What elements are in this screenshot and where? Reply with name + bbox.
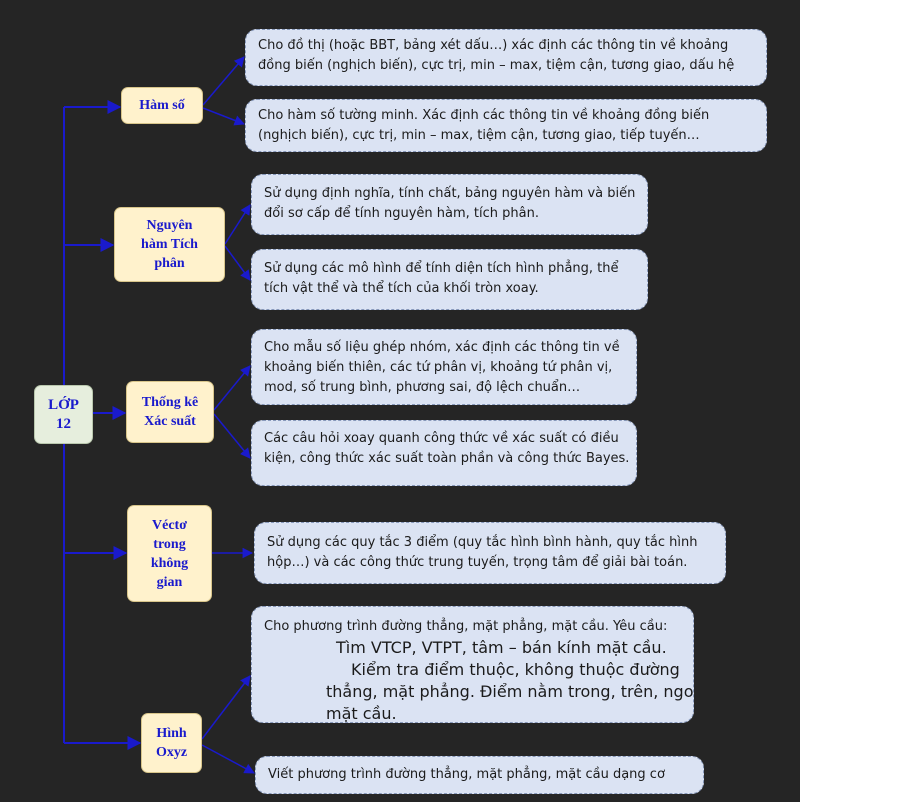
topic-label: không xyxy=(150,555,189,571)
topic-ham-so[interactable]: Hàm số xyxy=(121,87,203,124)
leaf-text: kiện, công thức xác suất toàn phần và cô… xyxy=(264,451,630,466)
leaf-tich-phan-ung-dung[interactable]: Sử dụng các mô hình để tính diện tích hì… xyxy=(251,249,648,310)
topic-label: gian xyxy=(156,574,183,590)
edge-oxyz-1 xyxy=(201,675,251,740)
leaf-text: Cho hàm số tường minh. Xác định các thôn… xyxy=(258,108,710,123)
leaf-text: Sử dụng các quy tắc 3 điểm (quy tắc hình… xyxy=(267,535,698,550)
leaf-text: Cho mẫu số liệu ghép nhóm, xác định các … xyxy=(264,340,620,355)
leaf-oxyz-yeu-cau[interactable]: Cho phương trình đường thẳng, mặt phẳng,… xyxy=(251,606,694,723)
root-node-lop12[interactable]: LỚP 12 xyxy=(34,385,93,444)
leaf-text: Cho đồ thị (hoặc BBT, bảng xét dấu…) xác… xyxy=(258,38,729,53)
leaf-text: Viết phương trình đường thẳng, mặt phẳng… xyxy=(268,767,665,782)
leaf-nguyen-ham-dinh-nghia[interactable]: Sử dụng định nghĩa, tính chất, bảng nguy… xyxy=(251,174,648,235)
leaf-xac-suat-bayes[interactable]: Các câu hỏi xoay quanh công thức về xác … xyxy=(251,420,637,486)
leaf-vecto-quy-tac[interactable]: Sử dụng các quy tắc 3 điểm (quy tắc hình… xyxy=(254,522,726,584)
topic-label: Hình xyxy=(156,726,187,741)
root-label-line1: LỚP xyxy=(48,396,79,413)
leaf-text: Các câu hỏi xoay quanh công thức về xác … xyxy=(264,431,619,446)
leaf-list-item: Kiểm tra điểm thuộc, không thuộc đường xyxy=(351,660,680,679)
leaf-text: tích vật thể và thể tích của khối tròn x… xyxy=(264,281,539,296)
leaf-text: khoảng biến thiên, các tứ phân vị, khoản… xyxy=(264,360,613,375)
leaf-ham-so-tuong-minh[interactable]: Cho hàm số tường minh. Xác định các thôn… xyxy=(245,99,767,152)
leaf-text: hộp…) và các công thức trung tuyến, trọn… xyxy=(267,555,688,570)
topic-thong-ke-xac-suat[interactable]: Thống kê Xác suất xyxy=(126,381,214,443)
leaf-text: đổi sơ cấp để tính nguyên hàm, tích phân… xyxy=(264,206,539,221)
edge-nguyenham-2 xyxy=(224,245,251,281)
mindmap-canvas: LỚP 12 Hàm số Nguyên hàm Tích phân Thống… xyxy=(0,0,800,802)
topic-label: trong xyxy=(153,536,186,552)
edge-thongke-1 xyxy=(213,365,251,411)
leaf-text: (nghịch biến), cực trị, min – max, tiệm … xyxy=(258,128,700,143)
edge-nguyenham-1 xyxy=(224,204,251,245)
topic-nguyen-ham-tich-phan[interactable]: Nguyên hàm Tích phân xyxy=(114,207,225,282)
leaf-list-item: thẳng, mặt phẳng. Điểm nằm trong, trên, … xyxy=(326,682,694,701)
leaf-text: Sử dụng định nghĩa, tính chất, bảng nguy… xyxy=(264,186,636,201)
topic-hinh-oxyz[interactable]: Hình Oxyz xyxy=(141,713,202,773)
leaf-text: mod, số trung bình, phương sai, độ lệch … xyxy=(264,380,581,395)
topic-label: Hàm số xyxy=(139,98,185,113)
edge-thongke-2 xyxy=(213,413,251,459)
leaf-ham-so-do-thi[interactable]: Cho đồ thị (hoặc BBT, bảng xét dấu…) xác… xyxy=(245,29,767,86)
leaf-thong-ke-mau-so-lieu[interactable]: Cho mẫu số liệu ghép nhóm, xác định các … xyxy=(251,329,637,405)
topic-label: Thống kê xyxy=(141,395,199,410)
topic-label: Véctơ xyxy=(152,517,187,533)
topic-vecto-trong-khong-gian[interactable]: Véctơ trong không gian xyxy=(127,505,212,602)
topic-label: Oxyz xyxy=(155,745,188,760)
topic-label: hàm Tích xyxy=(141,237,198,252)
connector-lines xyxy=(63,56,255,774)
leaf-oxyz-viet-phuong-trinh[interactable]: Viết phương trình đường thẳng, mặt phẳng… xyxy=(255,756,704,794)
edge-hamso-2 xyxy=(202,107,245,126)
leaf-list-item: mặt cầu. xyxy=(326,704,397,723)
root-label-line2: 12 xyxy=(56,415,71,432)
topic-label: phân xyxy=(154,256,185,271)
leaf-text: Sử dụng các mô hình để tính diện tích hì… xyxy=(264,261,619,276)
leaf-text: Cho phương trình đường thẳng, mặt phẳng,… xyxy=(264,619,668,634)
edge-hamso-1 xyxy=(202,56,245,106)
edge-oxyz-2 xyxy=(201,744,255,774)
topic-label: Xác suất xyxy=(144,414,196,429)
topic-label: Nguyên xyxy=(146,218,193,233)
leaf-list-item: Tìm VTCP, VTPT, tâm – bán kính mặt cầu. xyxy=(336,638,667,657)
leaf-text: đồng biến (nghịch biến), cực trị, min – … xyxy=(258,58,735,73)
